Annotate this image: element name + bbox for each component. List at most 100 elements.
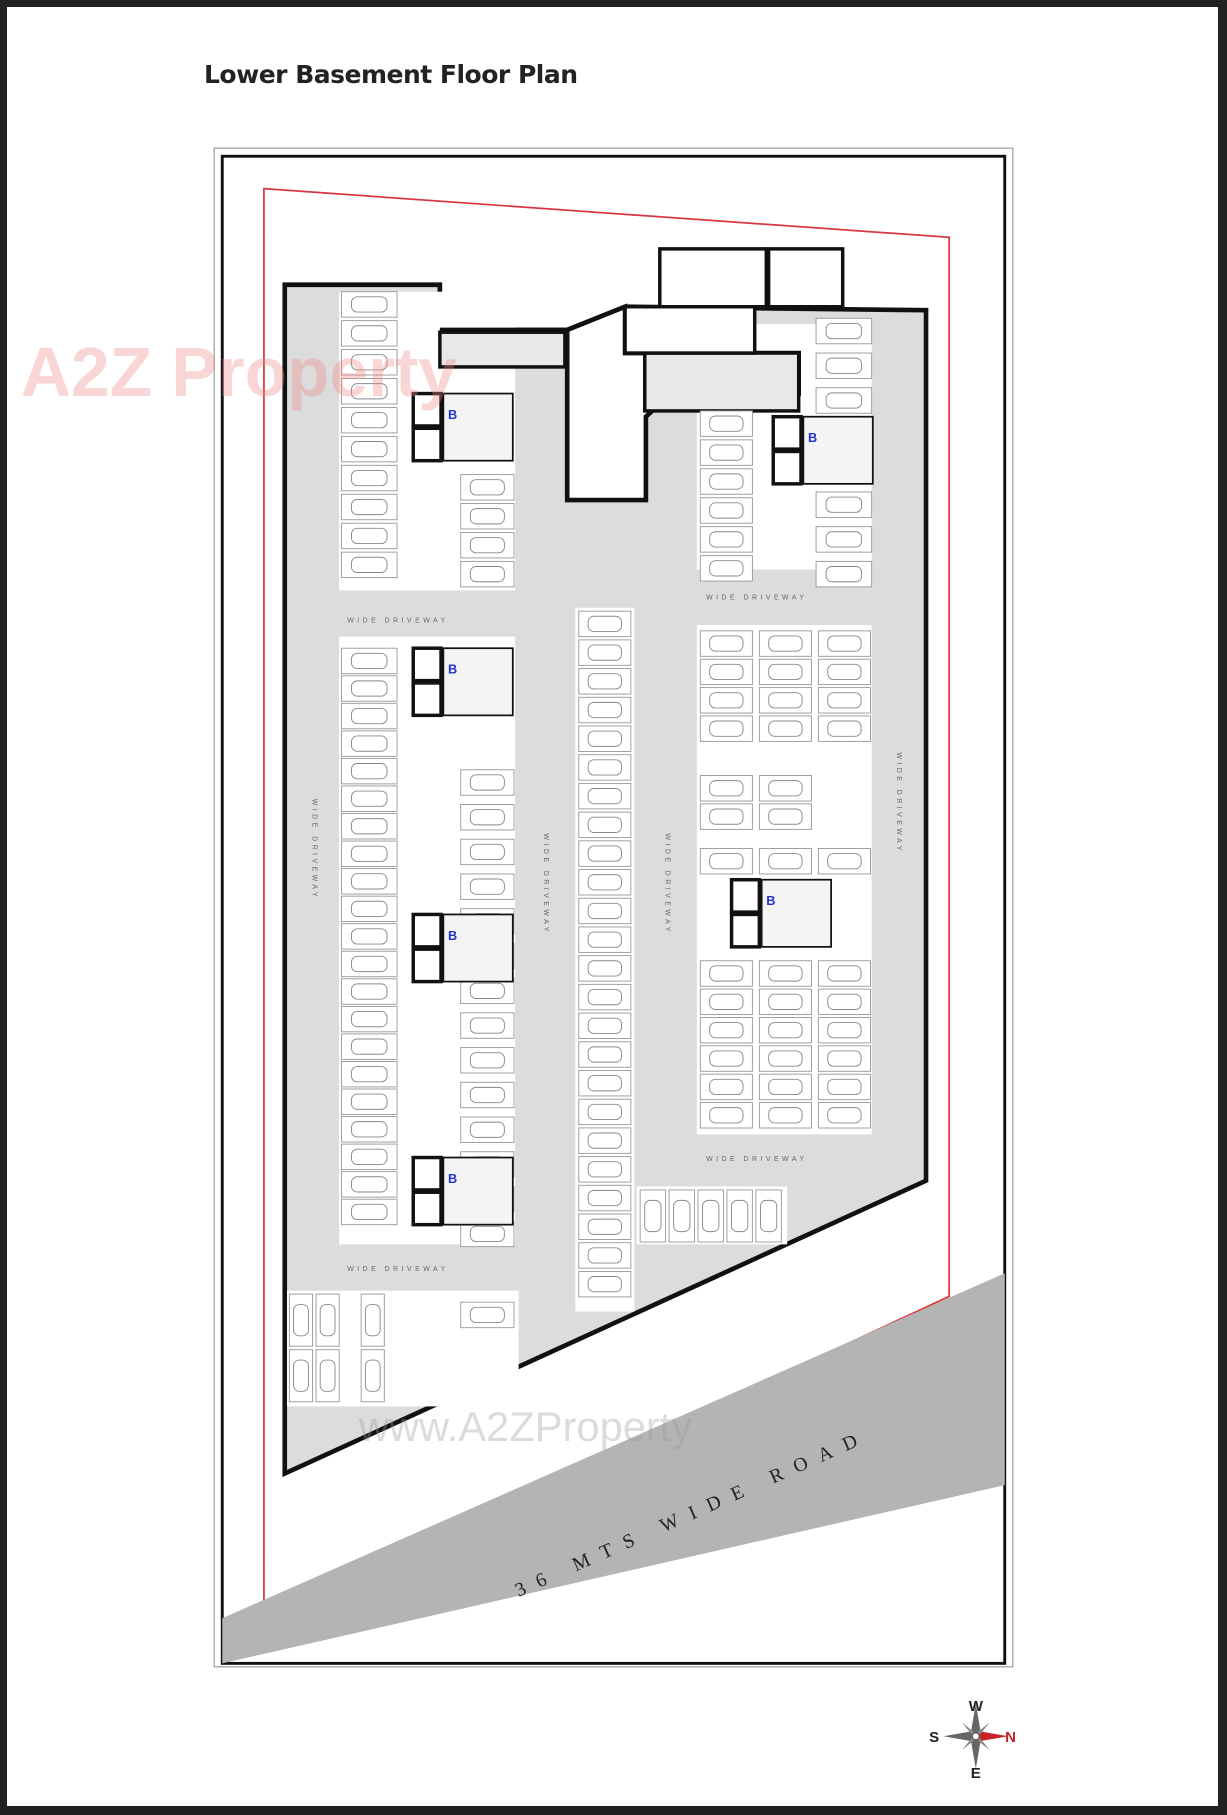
car-icon bbox=[469, 479, 505, 496]
parking-spot bbox=[460, 1301, 515, 1329]
car-icon bbox=[587, 816, 622, 833]
car-icon bbox=[768, 692, 803, 709]
parking-spot bbox=[578, 1184, 632, 1212]
car-icon bbox=[709, 853, 744, 870]
car-icon bbox=[709, 1107, 744, 1124]
car-icon bbox=[587, 788, 622, 805]
water-tank bbox=[766, 247, 845, 309]
stair-lift-core: B bbox=[411, 391, 514, 463]
parking-spot bbox=[758, 1017, 812, 1044]
car-icon bbox=[587, 1132, 622, 1149]
stair-lift-core: B bbox=[411, 1155, 514, 1227]
car-icon bbox=[469, 878, 505, 895]
parking-spot bbox=[817, 1017, 871, 1044]
car-icon bbox=[709, 1050, 744, 1067]
road bbox=[222, 1273, 1005, 1664]
parking-spot bbox=[341, 1033, 398, 1060]
car-icon bbox=[768, 663, 803, 681]
car-icon bbox=[759, 1199, 778, 1233]
driveway-label: WIDE DRIVEWAY bbox=[895, 752, 902, 853]
parking-spot bbox=[460, 474, 515, 501]
car-icon bbox=[709, 1078, 744, 1096]
parking-spot bbox=[360, 1349, 385, 1403]
car-icon bbox=[351, 354, 388, 371]
car-icon bbox=[768, 965, 803, 982]
parking-spot bbox=[341, 1198, 398, 1226]
parking-spot bbox=[288, 1349, 314, 1403]
ramp bbox=[643, 351, 801, 413]
car-icon bbox=[469, 1052, 505, 1069]
parking-spot bbox=[699, 630, 753, 657]
parking-spot bbox=[460, 804, 515, 831]
parking-spot bbox=[578, 1012, 632, 1039]
watermark: www.A2ZProperty bbox=[358, 1403, 693, 1450]
svg-text:B: B bbox=[448, 1171, 457, 1186]
car-icon bbox=[587, 1103, 622, 1121]
parking-spot bbox=[315, 1349, 340, 1403]
parking-spot bbox=[578, 897, 632, 925]
car-icon bbox=[351, 527, 388, 545]
parking-spot bbox=[699, 526, 753, 553]
car-icon bbox=[768, 1078, 803, 1096]
car-icon bbox=[351, 1176, 388, 1193]
svg-text:B: B bbox=[448, 928, 457, 943]
driveway-label: WIDE DRIVEWAY bbox=[542, 833, 549, 934]
parking-spot bbox=[758, 630, 812, 657]
parking-spot bbox=[699, 1045, 753, 1072]
parking-spot bbox=[341, 1143, 398, 1171]
parking-spot bbox=[341, 978, 398, 1005]
car-icon bbox=[702, 1199, 720, 1233]
car-icon bbox=[587, 759, 622, 776]
parking-spot bbox=[578, 869, 632, 896]
car-icon bbox=[469, 1086, 505, 1104]
car-icon bbox=[469, 843, 505, 861]
car-icon bbox=[469, 1306, 505, 1324]
car-icon bbox=[825, 392, 863, 409]
compass: W E S N bbox=[929, 1698, 1016, 1782]
parking-spot bbox=[341, 840, 398, 867]
car-icon bbox=[351, 845, 388, 862]
parking-spot bbox=[341, 895, 398, 923]
parking-spot bbox=[699, 439, 753, 466]
car-icon bbox=[469, 508, 505, 525]
car-icon bbox=[768, 993, 803, 1010]
car-icon bbox=[587, 1247, 622, 1264]
parking-spot bbox=[755, 1189, 782, 1243]
car-icon bbox=[587, 902, 622, 920]
car-icon bbox=[351, 652, 388, 670]
car-icon bbox=[709, 692, 744, 709]
car-icon bbox=[364, 1304, 381, 1337]
svg-text:B: B bbox=[448, 407, 457, 422]
parking-spot bbox=[758, 988, 812, 1016]
car-icon bbox=[587, 1017, 622, 1034]
parking-spot bbox=[699, 775, 753, 802]
parking-spot bbox=[460, 1081, 515, 1109]
parking-spot bbox=[817, 630, 871, 657]
parking-spot bbox=[758, 960, 812, 987]
parking-spot bbox=[460, 531, 515, 559]
parking-spot bbox=[341, 647, 398, 675]
parking-spot bbox=[341, 464, 398, 492]
parking-spot bbox=[815, 526, 873, 553]
car-icon bbox=[587, 644, 622, 661]
car-icon bbox=[709, 502, 744, 519]
parking-spot bbox=[460, 769, 515, 796]
parking-spot bbox=[341, 868, 398, 895]
parking-spot bbox=[817, 960, 871, 987]
car-icon bbox=[768, 853, 803, 870]
parking-spot bbox=[815, 560, 873, 588]
parking-spot bbox=[578, 955, 632, 982]
car-icon bbox=[469, 774, 505, 791]
car-icon bbox=[351, 873, 388, 890]
car-icon bbox=[768, 720, 803, 737]
car-icon bbox=[827, 1050, 862, 1067]
parking-spot bbox=[578, 1213, 632, 1240]
parking-spot bbox=[460, 503, 515, 530]
car-icon bbox=[587, 1161, 622, 1178]
car-icon bbox=[709, 635, 744, 652]
parking-spot bbox=[758, 1073, 812, 1101]
ramp bbox=[438, 330, 567, 369]
parking-spot bbox=[758, 658, 812, 686]
car-icon bbox=[827, 720, 862, 737]
